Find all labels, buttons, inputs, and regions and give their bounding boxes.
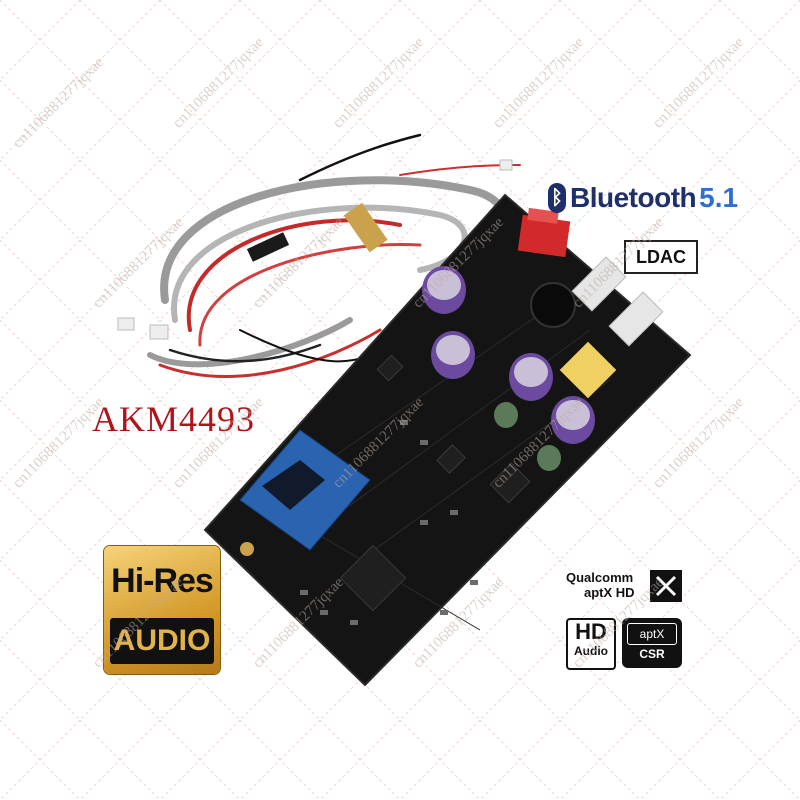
hires-badge-top: Hi-Res (111, 562, 214, 600)
aptx-csr-bottom: CSR (639, 647, 665, 661)
bluetooth-text: Bluetooth (570, 182, 697, 213)
aptx-csr-top: aptX (627, 623, 677, 645)
aptx-csr-badge: aptX CSR (622, 618, 682, 668)
hd-audio-line2: Audio (574, 644, 608, 658)
cable-bundle (117, 133, 521, 378)
hd-audio-line1: HD (575, 619, 607, 644)
bluetooth-logo: ᛒ Bluetooth 5.1 (548, 182, 738, 214)
bluetooth-version: 5.1 (699, 182, 739, 213)
capacitors (422, 266, 595, 471)
aptx-hd-text: aptX HD (584, 585, 635, 600)
pcb-board (203, 193, 692, 687)
qualcomm-text: Qualcomm (566, 570, 634, 585)
ldac-badge: LDAC (624, 240, 698, 274)
hires-audio-badge: Hi-Res AUDIO (104, 546, 220, 674)
aptx-mark-icon (650, 570, 682, 602)
chip-model-label: AKM4493 (92, 399, 256, 439)
hd-audio-badge: HD Audio (566, 618, 616, 670)
x-mark-icon (655, 575, 677, 597)
bluetooth-icon: ᛒ (548, 183, 566, 213)
hires-badge-bottom: AUDIO (110, 618, 214, 664)
qualcomm-aptx-hd-badge: Qualcomm aptX HD (566, 570, 682, 602)
